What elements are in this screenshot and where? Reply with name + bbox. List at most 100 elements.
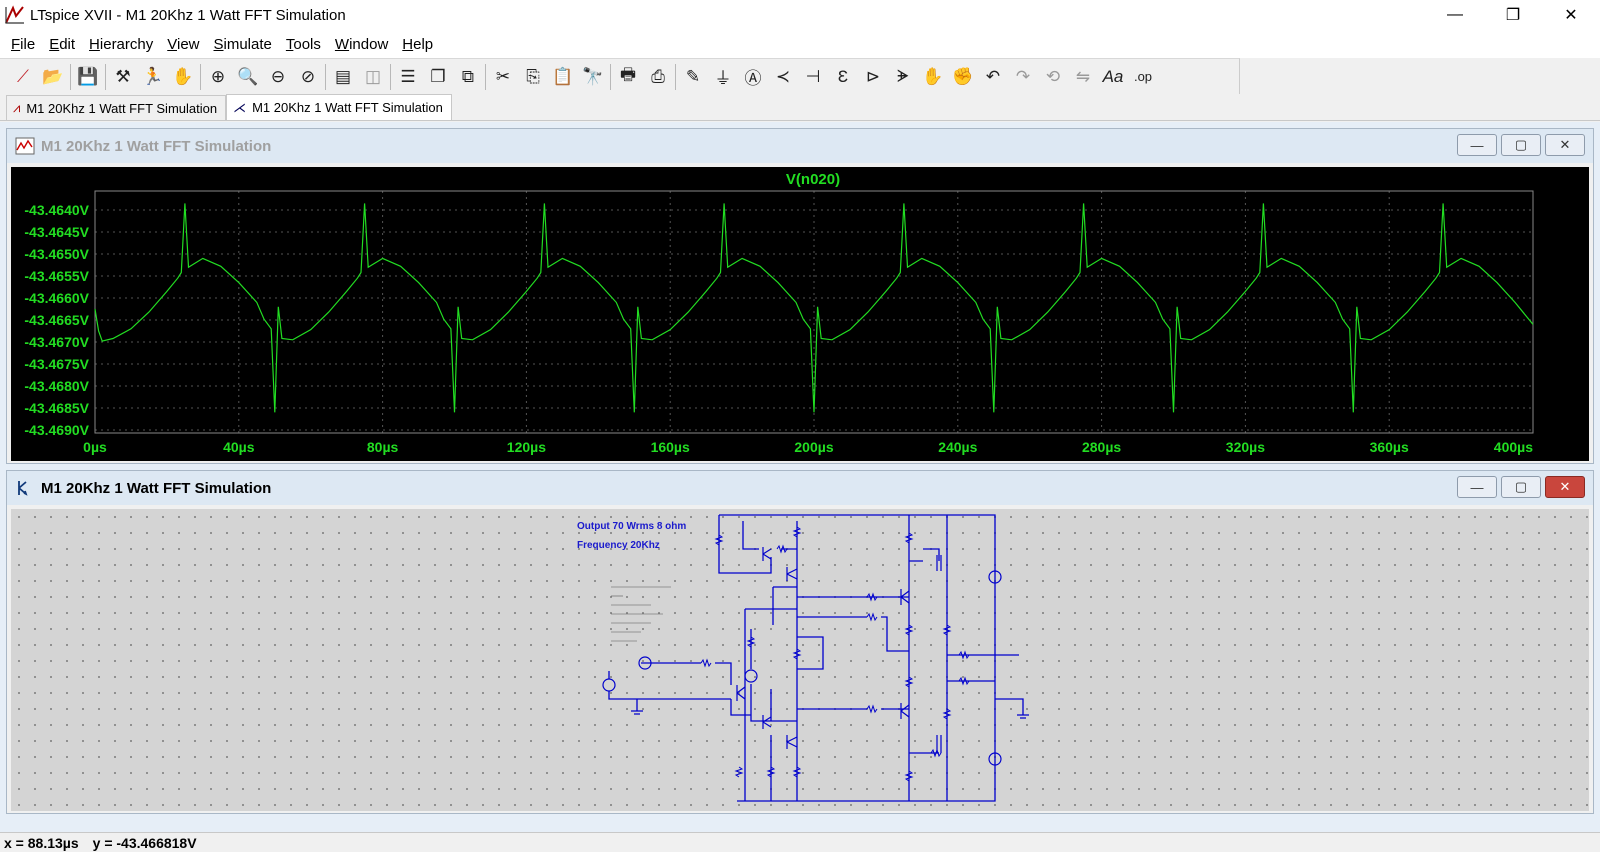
waveform-chart[interactable]: V(n020) -43.4640V-43.4645V-43.4650V-43.4… — [11, 167, 1589, 461]
new-schematic-icon[interactable]: ⟋ — [17, 66, 29, 86]
menu-simulate[interactable]: Simulate — [207, 36, 279, 53]
waveform-close-button[interactable]: ✕ — [1545, 134, 1585, 156]
capacitor-icon[interactable]: ⊣ — [805, 66, 821, 86]
menu-edit-accel: E — [49, 35, 60, 53]
y-axis-ticks: -43.4640V-43.4645V-43.4650V-43.4655V-43.… — [24, 202, 89, 438]
y-tick-label: -43.4690V — [24, 422, 89, 438]
inductor-icon[interactable]: Ɛ — [837, 66, 849, 86]
schematic-note-output[interactable]: Output 70 Wrms 8 ohm — [577, 521, 686, 532]
waveform-icon: ⩘ — [13, 100, 21, 115]
open-folder-icon[interactable]: 📂 — [42, 66, 64, 86]
redo-icon[interactable]: ↷ — [1015, 66, 1031, 86]
schematic-drawing[interactable]: Output 70 Wrms 8 ohm Frequency 20Khz — [11, 509, 1589, 811]
toolbar-separator — [200, 63, 201, 90]
tab-waveform[interactable]: ⩘ M1 20Khz 1 Watt FFT Simulation — [6, 95, 227, 120]
waveform-plot[interactable]: V(n020) -43.4640V-43.4645V-43.4650V-43.4… — [11, 167, 1589, 461]
trace-label[interactable]: V(n020) — [786, 171, 840, 188]
drag-icon[interactable]: ✊ — [952, 66, 974, 86]
find-icon[interactable]: 🔭 — [582, 66, 604, 86]
y-tick-label: -43.4675V — [24, 356, 89, 372]
schematic-transistors[interactable] — [736, 547, 942, 753]
move-icon[interactable]: ✋ — [922, 66, 944, 86]
halt-icon[interactable]: ✋ — [172, 66, 194, 86]
zoom-in-icon[interactable]: ⊕ — [210, 66, 226, 86]
menu-edit[interactable]: Edit — [42, 36, 82, 53]
toolbar: ⟋ 📂 💾 ⚒ 🏃 ✋ ⊕ 🔍 ⊖ ⊘ ▤ ◫ ☰ ❐ ⧉ ✂ ⎘ 📋 🔭 🖶 … — [0, 58, 1240, 94]
resistor-icon[interactable]: ≺ — [775, 66, 791, 86]
spice-directives-block[interactable] — [609, 583, 679, 645]
schematic-canvas[interactable]: Output 70 Wrms 8 ohm Frequency 20Khz — [11, 509, 1589, 811]
text-icon[interactable]: Aa — [1102, 66, 1124, 86]
y-tick-label: -43.4665V — [24, 312, 89, 328]
run-icon[interactable]: 🏃 — [142, 66, 164, 86]
control-panel-icon[interactable]: ⚒ — [115, 66, 131, 86]
menu-simulate-accel: S — [213, 35, 224, 53]
toolbar-separator — [485, 63, 486, 90]
rotate-icon[interactable]: ⟲ — [1045, 66, 1061, 86]
print-preview-icon[interactable]: ⎙ — [651, 66, 665, 86]
schematic-window: M1 20Khz 1 Watt FFT Simulation — ▢ ✕ Out… — [6, 470, 1594, 814]
close-button[interactable]: ✕ — [1564, 7, 1578, 24]
menu-view[interactable]: View — [160, 36, 206, 53]
autorange-icon[interactable]: ▤ — [334, 66, 352, 86]
waveform-minimize-button[interactable]: — — [1457, 134, 1497, 156]
menu-help-accel: H — [402, 35, 414, 53]
schematic-note-frequency[interactable]: Frequency 20Khz — [577, 540, 660, 551]
y-tick-label: -43.4645V — [24, 224, 89, 240]
tile-horizontal-icon[interactable]: ☰ — [400, 66, 416, 86]
menu-help[interactable]: Help — [395, 36, 440, 53]
zoom-cancel-icon[interactable]: ⊘ — [300, 66, 316, 86]
spice-directive-icon[interactable]: .op — [1133, 69, 1153, 84]
series-line-v-n020[interactable] — [94, 203, 1534, 413]
schematic-maximize-button[interactable]: ▢ — [1501, 476, 1541, 498]
schematic-wires[interactable] — [608, 514, 1024, 802]
menu-window-accel: W — [334, 35, 350, 53]
menu-hierarchy[interactable]: Hierarchy — [82, 36, 160, 53]
diode-icon[interactable]: ⊳ — [865, 66, 881, 86]
waveform-window-titlebar[interactable]: M1 20Khz 1 Watt FFT Simulation — ▢ ✕ — [7, 129, 1593, 163]
x-tick-label: 400µs — [1494, 439, 1533, 455]
pan-icon[interactable]: 🔍 — [237, 66, 259, 86]
paste-icon[interactable]: 📋 — [552, 66, 574, 86]
x-tick-label: 280µs — [1082, 439, 1121, 455]
schematic-window-titlebar[interactable]: M1 20Khz 1 Watt FFT Simulation — ▢ ✕ — [7, 471, 1593, 505]
component-icon[interactable]: ᗘ — [896, 66, 910, 86]
label-net-icon[interactable]: Ⓐ — [744, 69, 762, 88]
waveform-maximize-button[interactable]: ▢ — [1501, 134, 1541, 156]
tile-vertical-icon[interactable]: ⧉ — [461, 66, 475, 86]
x-tick-label: 40µs — [223, 439, 255, 455]
cascade-icon[interactable]: ❐ — [430, 66, 446, 86]
x-tick-label: 240µs — [938, 439, 977, 455]
view-fft-icon[interactable]: ◫ — [364, 66, 382, 86]
save-icon[interactable]: 💾 — [77, 66, 99, 86]
undo-icon[interactable]: ↶ — [985, 66, 1001, 86]
schematic-grounds[interactable] — [631, 710, 1029, 719]
copy-icon[interactable]: ⎘ — [526, 66, 540, 86]
draw-wire-icon[interactable]: ✎ — [685, 66, 701, 86]
tab-schematic-label: M1 20Khz 1 Watt FFT Simulation — [252, 100, 443, 115]
menu-help-label: elp — [413, 35, 434, 53]
menu-file[interactable]: File — [4, 36, 42, 53]
zoom-out-icon[interactable]: ⊖ — [270, 66, 286, 86]
toolbar-separator — [610, 63, 611, 90]
schematic-icon — [13, 476, 37, 500]
minimize-button[interactable]: — — [1447, 6, 1463, 23]
menu-window[interactable]: Window — [328, 36, 395, 53]
print-icon[interactable]: 🖶 — [619, 65, 637, 84]
schematic-resistors[interactable] — [700, 526, 970, 782]
mirror-icon[interactable]: ⇋ — [1075, 66, 1091, 86]
x-tick-label: 0µs — [83, 439, 107, 455]
schematic-close-button[interactable]: ✕ — [1545, 476, 1585, 498]
tab-schematic[interactable]: ⋌ M1 20Khz 1 Watt FFT Simulation — [226, 94, 452, 120]
cut-icon[interactable]: ✂ — [495, 66, 511, 86]
menu-view-label: iew — [176, 35, 200, 53]
mdi-area: M1 20Khz 1 Watt FFT Simulation — ▢ ✕ V(n… — [0, 122, 1600, 832]
schematic-minimize-button[interactable]: — — [1457, 476, 1497, 498]
menu-tools[interactable]: Tools — [279, 36, 328, 53]
ground-icon[interactable]: ⏚ — [714, 69, 732, 88]
y-tick-label: -43.4640V — [24, 202, 89, 218]
schematic-sources[interactable] — [602, 570, 1002, 766]
maximize-button[interactable]: ❐ — [1505, 7, 1521, 24]
toolbar-separator — [105, 63, 106, 90]
